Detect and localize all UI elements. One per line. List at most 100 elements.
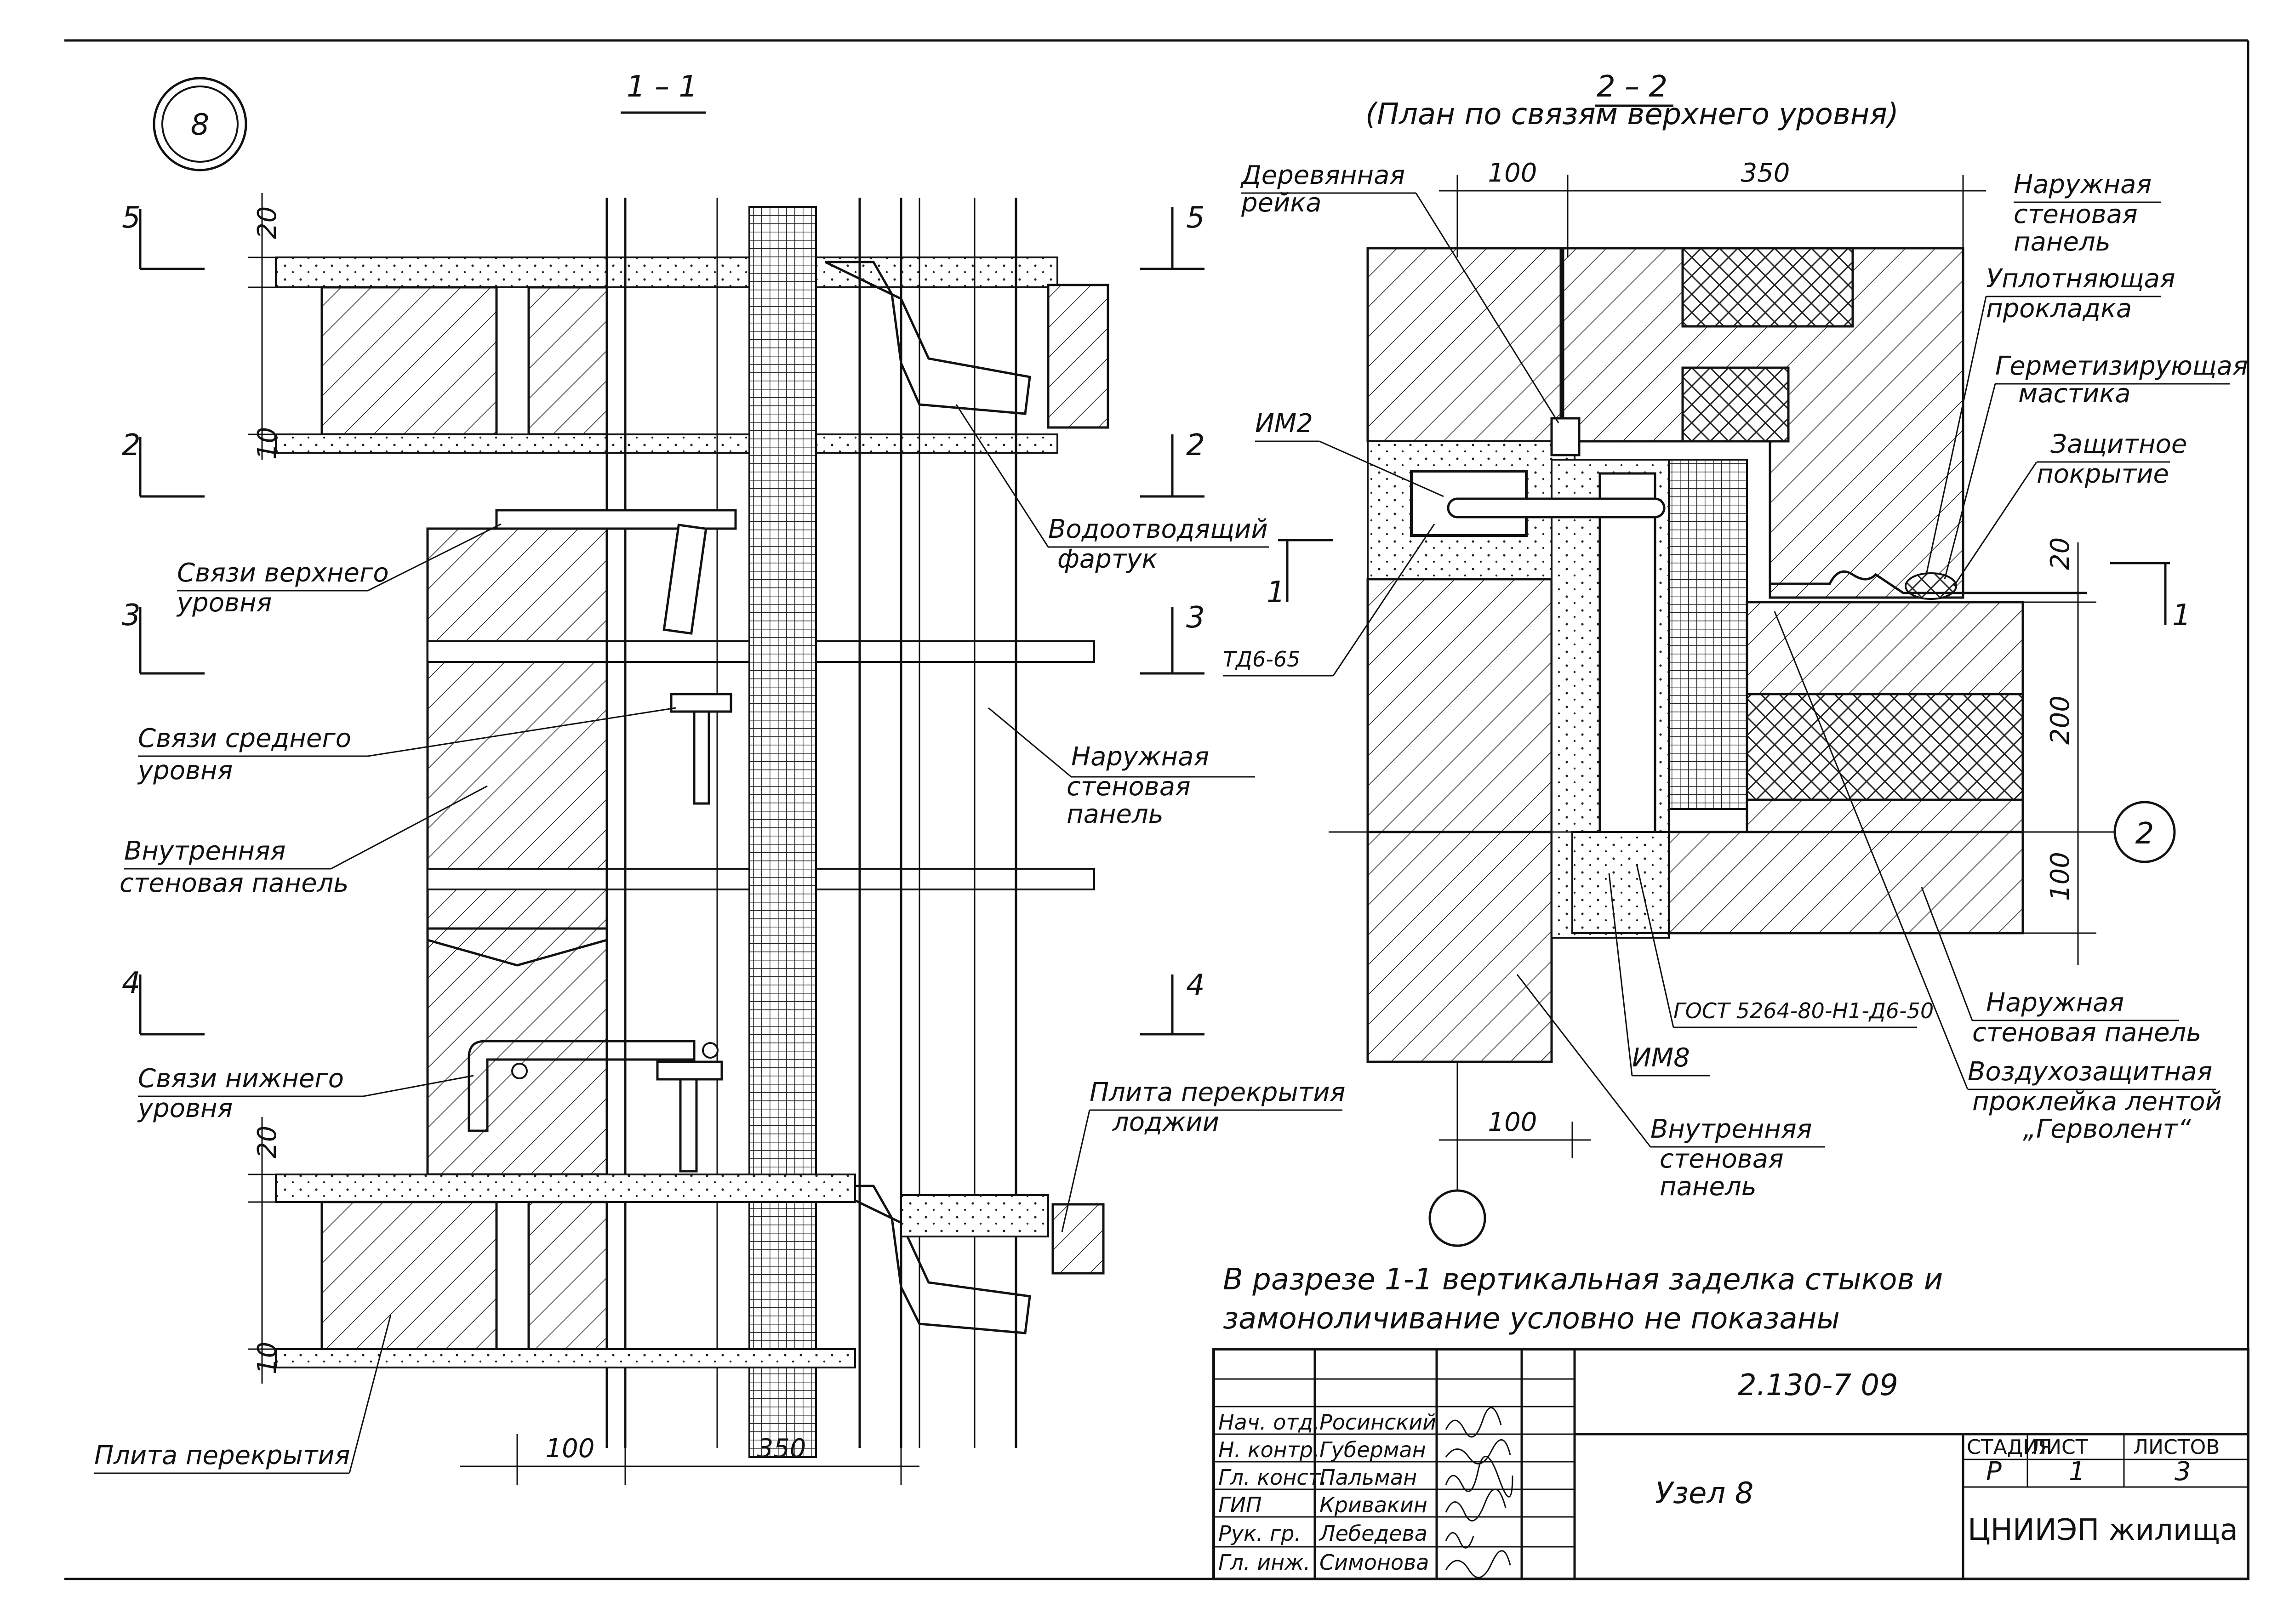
label-inner-panel-right: Внутренняя стеновая панель [1516, 974, 1825, 1202]
section-marker-2-right: 2 [1140, 428, 1205, 498]
svg-text:фартук: фартук [1057, 544, 1158, 574]
section-1-1: 1 – 1 [94, 70, 1345, 1485]
svg-text:ЛИСТОВ: ЛИСТОВ [2133, 1436, 2220, 1459]
section-marker-4-right: 4 [1140, 969, 1205, 1036]
svg-text:ГОСТ 5264-80-Н1-Д6-50: ГОСТ 5264-80-Н1-Д6-50 [1673, 998, 1934, 1023]
inner-panel-top [1366, 247, 1562, 443]
inner-panel-bottom [1366, 831, 1553, 1063]
svg-text:Н. контр.: Н. контр. [1218, 1437, 1319, 1462]
svg-text:20: 20 [252, 1126, 282, 1158]
label-tdb: ТД6-65 [1223, 524, 1435, 677]
svg-text:Пальман: Пальман [1319, 1465, 1417, 1490]
organization: ЦНИИЭП жилища [1968, 1513, 2238, 1547]
svg-text:Росинский: Росинский [1319, 1410, 1436, 1435]
section-marker-4-left: 4 [122, 966, 205, 1036]
svg-text:стеновая: стеновая [2014, 199, 2138, 229]
svg-text:уровня: уровня [176, 588, 272, 618]
label-wood-strip: Деревянная рейка [1240, 160, 1559, 423]
vertical-dimensions-left: 20 10 20 10 [248, 193, 331, 1384]
svg-text:100: 100 [546, 1434, 595, 1464]
svg-text:10: 10 [252, 427, 282, 460]
svg-text:Гл. конст.: Гл. конст. [1218, 1465, 1327, 1490]
middle-tie-plate [670, 693, 732, 713]
svg-text:Плита перекрытия: Плита перекрытия [94, 1441, 350, 1470]
insulation-bottom [1746, 693, 2024, 801]
svg-text:Рук. гр.: Рук. гр. [1218, 1521, 1301, 1546]
section-cut-mark-right: 1 [2110, 562, 2191, 633]
sealant-bead [1905, 572, 1957, 600]
svg-text:4: 4 [122, 966, 141, 1000]
svg-text:ИМ2: ИМ2 [1255, 409, 1313, 439]
section-2-2-subtitle: (План по связям верхнего уровня) [1365, 97, 1899, 131]
label-air-tape: Воздухозащитная проклейка лентой „Гервол… [1774, 611, 2222, 1144]
axis-circle [2113, 801, 2176, 863]
wood-strip [1550, 417, 1581, 456]
svg-text:3: 3 [1186, 601, 1205, 635]
svg-text:замоноличивание условно не по: замоноличивание условно не показаны [1223, 1302, 1840, 1336]
axis-number: 2 [2135, 817, 2154, 851]
label-outer-panel-top: Наружная стеновая панель [2014, 170, 2161, 257]
title-block: 2.130-7 09 Узел 8 СТАДИЯ ЛИСТ ЛИСТОВ Р 1… [1212, 1348, 2249, 1580]
svg-text:„Герволент“: „Герволент“ [2023, 1114, 2192, 1144]
svg-text:2: 2 [1186, 428, 1205, 462]
svg-text:Уплотняющая: Уплотняющая [1986, 264, 2175, 294]
svg-text:Связи среднего: Связи среднего [138, 724, 351, 753]
section-marker-2-left: 2 [122, 428, 205, 498]
svg-text:Связи нижнего: Связи нижнего [138, 1064, 344, 1094]
label-im2: ИМ2 [1255, 409, 1444, 497]
svg-text:10: 10 [252, 1342, 282, 1374]
svg-text:1: 1 [1267, 576, 1285, 610]
svg-text:Связи верхнего: Связи верхнего [177, 558, 389, 588]
svg-text:Гл. инж.: Гл. инж. [1218, 1550, 1310, 1575]
svg-text:Внутренняя: Внутренняя [124, 836, 285, 866]
svg-text:ТД6-65: ТД6-65 [1223, 647, 1300, 672]
horizontal-dimensions-left: 100 350 [460, 1434, 919, 1485]
svg-text:ГИП: ГИП [1218, 1493, 1262, 1517]
svg-text:панель: панель [1660, 1172, 1757, 1202]
svg-text:Кривакин: Кривакин [1319, 1493, 1427, 1517]
svg-text:100: 100 [1488, 158, 1537, 188]
svg-text:3: 3 [122, 598, 141, 633]
middle-tie-rod [693, 710, 710, 805]
signature-scribbles [1445, 1407, 1513, 1578]
label-floor-slab: Плита перекрытия [94, 1314, 392, 1474]
svg-text:Р: Р [1986, 1457, 2002, 1487]
svg-text:100: 100 [1488, 1107, 1537, 1137]
insulation-mid [1681, 366, 1790, 443]
insulation-top [1681, 247, 1854, 328]
label-drain-apron: Водоотводящий фартук [955, 404, 1269, 574]
insulation-layer [748, 206, 817, 1458]
svg-text:стеновая: стеновая [1660, 1144, 1784, 1174]
svg-text:прокладка: прокладка [1986, 294, 2132, 324]
label-outer-panel-left: Наружная стеновая панель [988, 707, 1255, 829]
svg-text:20: 20 [2045, 537, 2075, 570]
label-middle-ties: Связи среднего уровня [137, 707, 676, 786]
svg-text:стеновая панель: стеновая панель [1972, 1018, 2201, 1048]
top-slab-left-block [320, 286, 498, 436]
label-im8: ИМ8 [1608, 873, 1710, 1077]
svg-text:уровня: уровня [137, 1094, 233, 1123]
svg-text:стеновая панель: стеновая панель [120, 868, 348, 898]
insulation-joint [1668, 459, 1748, 810]
svg-text:3: 3 [2175, 1457, 2191, 1487]
svg-text:Наружная: Наружная [1986, 988, 2124, 1018]
node-number: 8 [191, 108, 210, 142]
svg-text:В разрезе 1-1 вертикальная зад: В разрезе 1-1 вертикальная заделка стыко… [1223, 1263, 1943, 1297]
svg-text:Наружная: Наружная [2014, 170, 2152, 199]
dimensions-right: 100 350 20 200 100 100 [1439, 158, 2096, 1158]
svg-text:СТАДИЯ: СТАДИЯ [1967, 1436, 2052, 1459]
svg-text:покрытие: покрытие [2037, 459, 2169, 489]
svg-text:350: 350 [1741, 158, 1790, 188]
svg-text:Плита перекрытия: Плита перекрытия [1090, 1077, 1345, 1107]
label-inner-panel: Внутренняя стеновая панель [120, 785, 488, 898]
svg-text:уровня: уровня [137, 756, 233, 786]
label-upper-ties: Связи верхнего уровня [176, 523, 502, 618]
section-marker-5-left: 5 [122, 201, 205, 270]
section-2-2: 2 – 2 (План по связям верхнего уровня) [1223, 70, 2248, 1247]
upper-tie-plate [495, 509, 737, 530]
svg-text:Лебедева: Лебедева [1319, 1521, 1427, 1546]
svg-text:200: 200 [2045, 695, 2075, 745]
svg-text:350: 350 [757, 1434, 806, 1464]
svg-text:1: 1 [2069, 1457, 2085, 1487]
